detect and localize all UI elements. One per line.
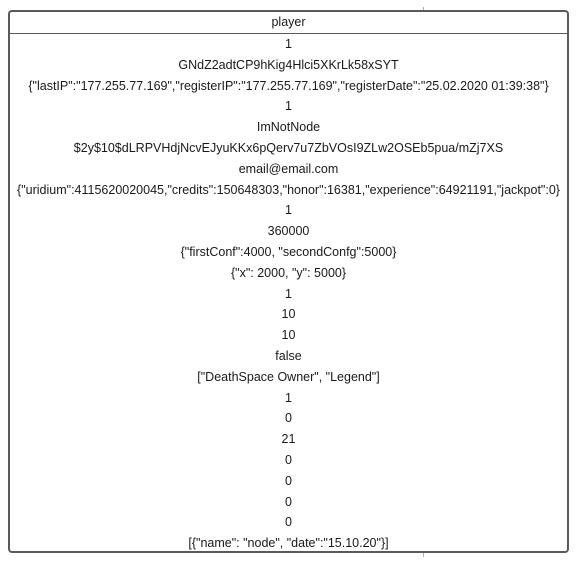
- connector-tick-top: [423, 7, 424, 11]
- entity-row: $2y$10$dLRPVHdjNcvEJyuKKx6pQerv7u7ZbVOsI…: [73, 140, 504, 155]
- entity-row: GNdZ2adtCP9hKig4Hlci5XKrLk58xSYT: [178, 57, 399, 72]
- entity-row: 21: [281, 432, 296, 447]
- entity-row: 0: [285, 494, 292, 509]
- entity-row: {"x": 2000, "y": 5000}: [230, 265, 347, 280]
- entity-row: 0: [285, 452, 292, 467]
- entity-row: 360000: [267, 224, 310, 239]
- entity-row: {"firstConf":4000, "secondConfg":5000}: [180, 244, 397, 259]
- connector-tick-bottom: [423, 553, 424, 557]
- entity-title: player: [10, 12, 567, 34]
- entity-row: false: [275, 348, 302, 363]
- entity-row: 10: [281, 328, 296, 343]
- entity-row: 1: [285, 203, 292, 218]
- entity-row: 0: [285, 515, 292, 530]
- entity-row: 0: [285, 411, 292, 426]
- entity-row: 10: [281, 307, 296, 322]
- entity-row: 1: [285, 286, 292, 301]
- entity-row: [{"name": "node", "date":"15.10.20"}]: [188, 536, 389, 551]
- entity-row: {"lastIP":"177.255.77.169","registerIP":…: [28, 78, 549, 93]
- entity-row: 0: [285, 473, 292, 488]
- entity-row: ["DeathSpace Owner", "Legend"]: [197, 369, 380, 384]
- entity-row: 1: [285, 99, 292, 114]
- entity-row: 1: [285, 37, 292, 51]
- entity-row: email@email.com: [238, 161, 339, 176]
- entity-row: {"uridium":4115620020045,"credits":15064…: [17, 182, 560, 197]
- entity-row: 1: [285, 390, 292, 405]
- entity-row: ImNotNode: [256, 120, 321, 135]
